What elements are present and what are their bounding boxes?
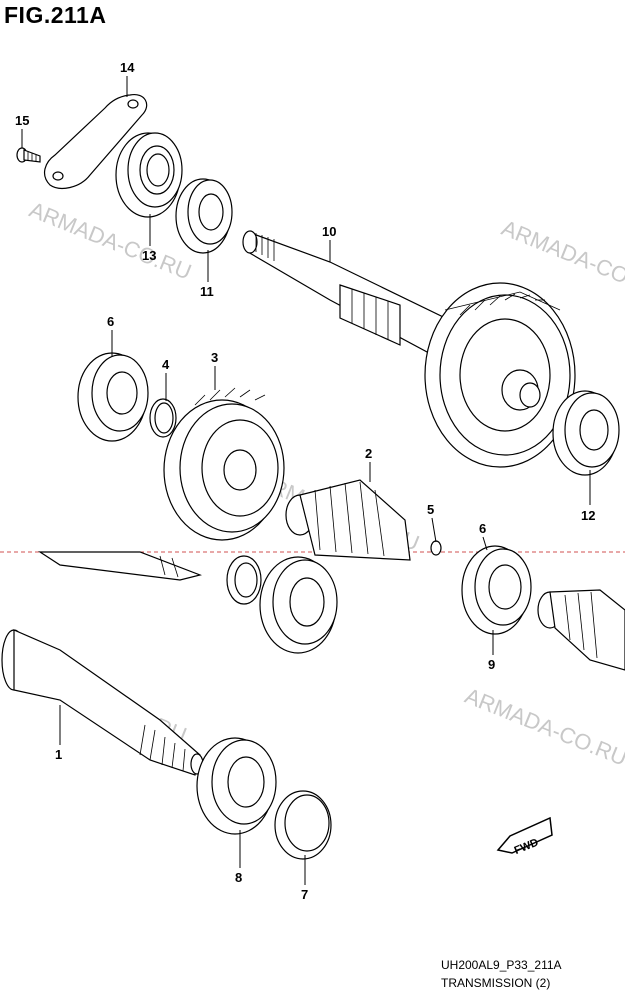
label-11: 11 — [200, 284, 214, 299]
part-5-washer — [430, 540, 442, 556]
part-10-shaft-gear — [242, 230, 576, 468]
part-9-bearing — [461, 545, 532, 635]
label-5: 5 — [427, 502, 434, 517]
footer-name: TRANSMISSION (2) — [441, 976, 551, 990]
label-14: 14 — [120, 60, 135, 75]
part-11-bearing — [175, 178, 233, 254]
part-14-retainer-plate — [43, 93, 148, 189]
part-2-gear-shaft — [285, 479, 411, 561]
label-3: 3 — [211, 350, 218, 365]
part-15-screw — [16, 147, 41, 163]
part-8-bearing — [196, 737, 277, 835]
part-4-circlip — [149, 398, 177, 438]
label-9: 9 — [488, 657, 495, 672]
gear-fragment-right — [537, 589, 625, 671]
bearing-lower-center — [259, 556, 338, 654]
label-10: 10 — [322, 224, 336, 239]
gear-fragment-left — [37, 551, 202, 581]
footer-code: UH200AL9_P33_211A — [441, 958, 562, 972]
label-8: 8 — [235, 870, 242, 885]
label-1: 1 — [55, 747, 62, 762]
part-13-bearing — [115, 132, 183, 218]
label-15: 15 — [15, 113, 29, 128]
leader-lines — [21, 76, 591, 885]
fwd-direction-badge: FWD — [496, 816, 553, 857]
label-4: 4 — [162, 357, 170, 372]
figure-title: FIG.211A — [4, 2, 107, 28]
label-6-upper: 6 — [107, 314, 114, 329]
label-7: 7 — [301, 887, 308, 902]
washer-lower — [226, 555, 262, 605]
part-3-gear — [163, 387, 285, 541]
part-6-bearing-upper — [77, 352, 149, 442]
part-number-labels: 14 15 13 11 10 6 4 3 2 5 6 12 9 1 8 7 — [15, 60, 595, 902]
label-2: 2 — [365, 446, 372, 461]
watermark-5: ARMADA-CO.RU — [461, 683, 625, 771]
label-12: 12 — [581, 508, 595, 523]
label-13: 13 — [142, 248, 156, 263]
part-7-seal — [274, 790, 332, 860]
part-12-bearing — [552, 390, 620, 476]
watermark-1: ARMADA-CO.RU — [26, 197, 195, 285]
part-1-shaft — [1, 629, 204, 776]
label-6-lower: 6 — [479, 521, 486, 536]
